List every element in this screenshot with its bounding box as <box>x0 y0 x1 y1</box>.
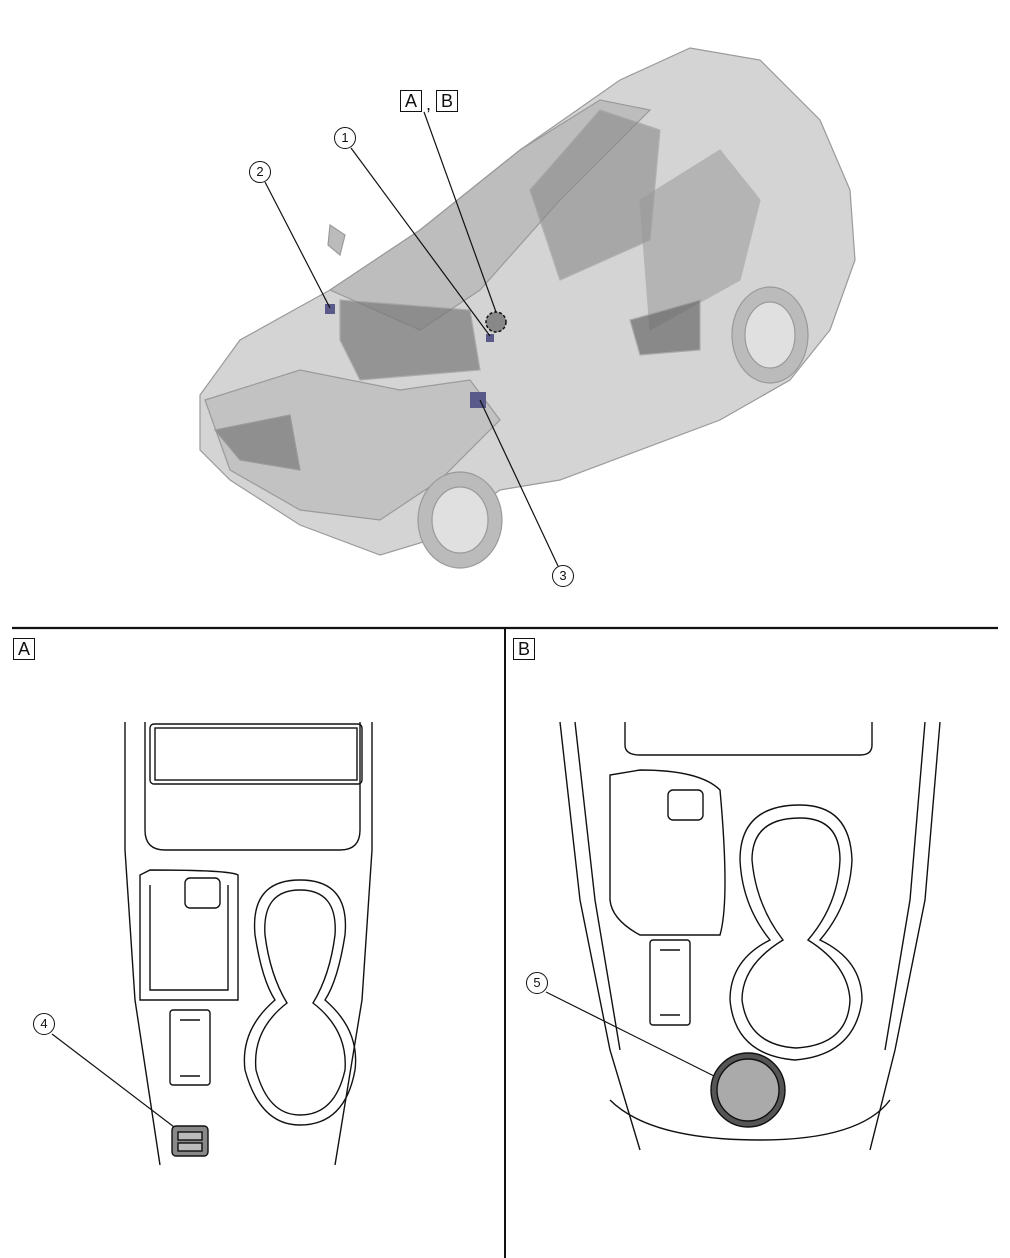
component-markers <box>325 304 507 408</box>
component-3-marker <box>470 392 486 408</box>
view-ref-separator: , <box>426 94 432 114</box>
detail-b-console <box>559 721 941 1151</box>
callout-4: 4 <box>33 1013 55 1035</box>
callout-1: 1 <box>334 127 356 149</box>
component-2-marker <box>325 304 335 314</box>
detail-a-label: A <box>13 638 35 660</box>
leader-lines <box>51 111 719 1131</box>
callout-3: 3 <box>552 565 574 587</box>
component-1-marker <box>486 334 494 342</box>
view-ref-a: A <box>400 90 422 112</box>
callout-2: 2 <box>249 161 271 183</box>
callout-5: 5 <box>526 972 548 994</box>
view-ref-b: B <box>436 90 458 112</box>
detail-a-console <box>124 722 373 1166</box>
vehicle-illustration <box>199 47 856 569</box>
detail-b-label: B <box>513 638 535 660</box>
view-ab-marker <box>485 311 507 333</box>
